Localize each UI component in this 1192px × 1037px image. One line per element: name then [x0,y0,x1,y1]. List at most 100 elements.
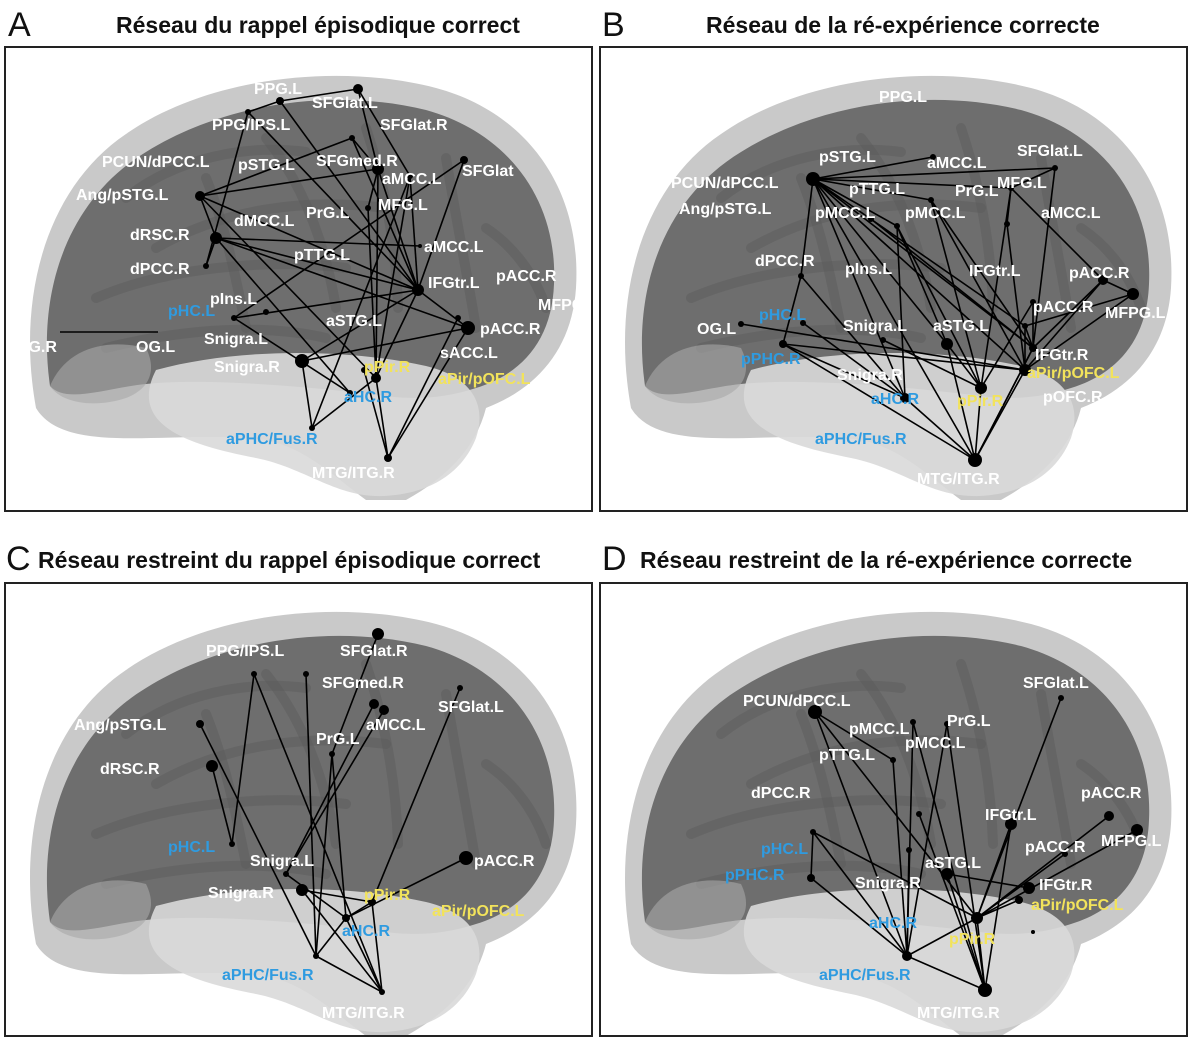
region-label: PrG.L [316,731,360,748]
connection-edge [345,857,467,919]
connection-edge [976,899,1020,919]
region-label: aMCC.L [1041,205,1101,222]
connection-edge [311,175,411,429]
region-label: SFGlat.R [340,643,408,660]
connection-edge [357,88,411,177]
region-node [309,425,315,431]
region-node [1005,818,1017,830]
region-label: SFGmed.R [322,675,404,692]
region-label: pHC.L [168,303,215,320]
region-node [868,216,874,222]
connection-edge [301,360,313,429]
region-node [971,912,983,924]
region-label: MTG/ITG.R [322,1005,405,1022]
region-label: PCUN/dPCC.L [671,175,779,192]
region-node [231,315,237,321]
connection-edge [976,823,1012,919]
connection-edge [946,873,1030,889]
region-label: pACC.R [474,853,535,870]
region-label: dPCC.R [130,261,190,278]
region-label: PrG.L [306,205,350,222]
region-label: pPHC.R [741,351,801,368]
brain-gyrus [91,795,351,839]
region-node [894,223,900,229]
region-node [1052,165,1058,171]
region-node [245,109,251,115]
region-label: OG.L [697,321,736,338]
connection-edge [305,673,317,957]
connection-edge [976,815,1110,919]
connection-edge [904,397,976,461]
region-node [798,273,804,279]
region-node [906,847,912,853]
temporal-lobe [148,888,480,1033]
region-node [900,393,910,403]
region-node [372,163,384,175]
connection-edge [331,753,347,919]
connection-edge [906,849,910,957]
region-node [975,382,987,394]
region-label: pPir.R [364,887,411,904]
connection-edge [782,343,906,399]
panel-letter-a: A [8,6,31,44]
brain-gyrus [261,133,341,313]
connection-edge [375,175,411,379]
region-node [1062,851,1068,857]
region-node [1030,299,1036,305]
region-label: SFGlat [462,163,514,180]
connection-edge [387,327,469,459]
region-label: pHC.L [761,841,808,858]
connection-edge [371,901,383,993]
connection-edge [1024,279,1104,371]
brain-gyrus [796,709,846,869]
connection-edge [199,137,353,197]
connection-edge [409,175,419,291]
region-node [455,315,461,321]
connection-edge [812,156,934,180]
region-label: aMCC.L [424,239,484,256]
region-node [944,721,950,727]
connection-edge [199,168,379,197]
connection-edge [782,343,976,461]
region-node [916,811,922,817]
connection-edge [215,237,421,247]
region-label: aPHC/Fus.R [819,967,911,984]
temporal-lobe [743,888,1075,1033]
region-node [941,868,953,880]
connection-edge [812,178,1012,189]
region-label: IFGtr.L [969,263,1021,280]
brain-gyrus [746,199,986,253]
region-label: aPir/pOFC.L [432,903,525,920]
connection-edge [800,275,906,399]
connection-edge [233,159,465,319]
connection-edge [882,339,982,389]
region-node [1058,695,1064,701]
region-node [353,84,363,94]
connection-edge [918,813,986,991]
connection-edge [279,88,359,102]
connection-edge [231,673,255,845]
region-node [1022,323,1028,329]
brain-gyrus [1076,223,1146,313]
region-label: pHC.L [168,839,215,856]
occipital-region [50,344,152,404]
region-label: SFGlat.L [1023,675,1089,692]
region-label: Snigra.L [204,331,268,348]
connection-edge [976,829,1138,919]
region-node [1098,275,1108,285]
region-node [461,321,475,335]
region-node [902,951,912,961]
region-label: aHC.R [344,389,392,406]
connection-edge [814,711,894,761]
region-label: aSTG.L [925,855,981,872]
connection-edge [812,178,1034,349]
region-label: aPir/pOFC.L [1031,897,1124,914]
brain-gyrus [441,153,481,333]
connection-edge [367,168,379,209]
region-node [303,671,309,677]
connection-edge [315,917,347,957]
connection-edge [870,218,1034,349]
connection-edge [946,723,986,991]
